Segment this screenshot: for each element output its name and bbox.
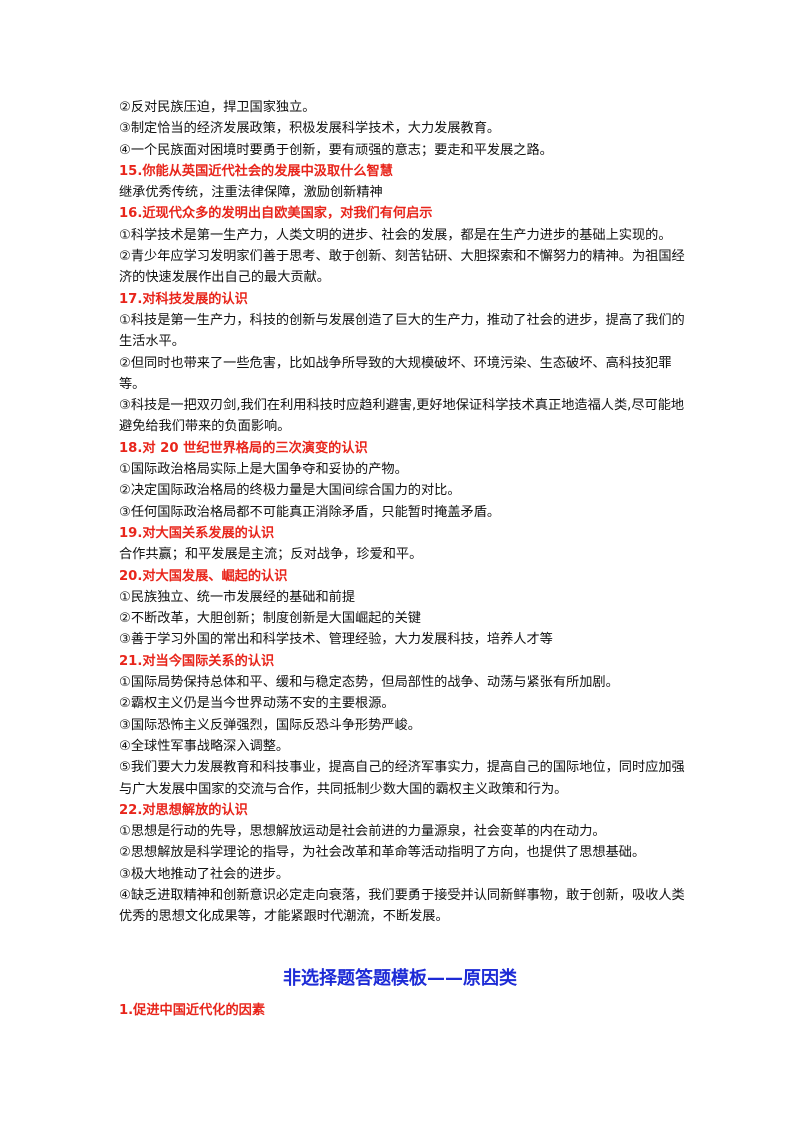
question-heading: 1.促进中国近代化的因素: [119, 1003, 266, 1018]
question-heading: 19.对大国关系发展的认识: [119, 525, 275, 541]
answer-line: ①国际局势保持总体和平、缓和与稳定态势，但局部性的战争、动荡与紧张有所加剧。: [119, 675, 619, 691]
answer-paragraph: ②青少年应学习发明家们善于思考、敢于创新、刻苦钻研、大胆探索和不懈努力的精神。为…: [119, 249, 685, 286]
answer-line: ③国际恐怖主义反弹强烈，国际反恐斗争形势严峻。: [119, 717, 421, 733]
answer-line: ②不断改革，大胆创新；制度创新是大国崛起的关键: [119, 611, 421, 627]
question-heading: 22.对思想解放的认识: [119, 802, 248, 818]
answer-line: ④一个民族面对困境时要勇于创新，要有顽强的意志；要走和平发展之路。: [119, 142, 553, 158]
question-heading: 18.对 20 世纪世界格局的三次演变的认识: [119, 440, 368, 456]
answer-paragraph: ⑤我们要大力发展教育和科技事业，提高自己的经济军事实力，提高自己的国际地位，同时…: [119, 760, 685, 797]
answer-line: ④全球性军事战略深入调整。: [119, 738, 290, 754]
question-heading: 16.近现代众多的发明出自欧美国家，对我们有何启示: [119, 206, 433, 222]
answer-line: ③任何国际政治格局都不可能真正消除矛盾，只能暂时掩盖矛盾。: [119, 504, 501, 520]
answer-paragraph: ④缺乏进取精神和创新意识必定走向衰落，我们要勇于接受并认同新鲜事物，敢于创新，吸…: [119, 887, 685, 925]
answer-line: ②反对民族压迫，捍卫国家独立。: [119, 100, 316, 115]
answer-line: ②决定国际政治格局的终极力量是大国间综合国力的对比。: [119, 483, 461, 499]
answer-line: 继承优秀传统，注重法律保障，激励创新精神: [119, 185, 383, 201]
question-heading: 20.对大国发展、崛起的认识: [119, 568, 288, 584]
answer-line: ③善于学习外国的常出和科学技术、管理经验，大力发展科技，培养人才等: [119, 632, 553, 648]
answer-paragraph: ①科技是第一生产力，科技的创新与发展创造了巨大的生产力，推动了社会的进步，提高了…: [119, 312, 685, 350]
answer-line: ③制定恰当的经济发展政策，积极发展科学技术，大力发展教育。: [119, 121, 501, 137]
answer-line: ②霸权主义仍是当今世界动荡不安的主要根源。: [119, 696, 395, 712]
answer-line: ①思想是行动的先导，思想解放运动是社会前进的力量源泉，社会变革的内在动力。: [119, 824, 606, 840]
answer-line: ②思想解放是科学理论的指导，为社会改革和革命等活动指明了方向，也提供了思想基础。: [119, 845, 646, 861]
document-body: ②反对民族压迫，捍卫国家独立。 ③制定恰当的经济发展政策，积极发展科学技术，大力发…: [119, 97, 685, 928]
answer-line: ③极大地推动了社会的进步。: [119, 866, 290, 882]
answer-line: 合作共赢；和平发展是主流；反对战争，珍爱和平。: [119, 547, 423, 563]
section-title: 非选择题答题模板——原因类: [283, 968, 517, 989]
answer-paragraph: ③科技是一把双刃剑,我们在利用科技时应趋利避害,更好地保证科学技术真正地造福人类…: [119, 398, 685, 435]
question-heading: 15.你能从英国近代社会的发展中汲取什么智慧: [119, 163, 393, 179]
answer-paragraph: ①科学技术是第一生产力，人类文明的进步、社会的发展，都是在生产力进步的基础上实现…: [119, 227, 672, 243]
answer-line: ①国际政治格局实际上是大国争夺和妥协的产物。: [119, 462, 408, 478]
question-heading: 17.对科技发展的认识: [119, 291, 248, 307]
question-heading: 21.对当今国际关系的认识: [119, 653, 275, 669]
answer-line: ①民族独立、统一市发展经的基础和前提: [119, 589, 356, 605]
answer-paragraph: ②但同时也带来了一些危害，比如战争所导致的大规模破坏、环境污染、生态破坏、高科技…: [119, 355, 672, 392]
